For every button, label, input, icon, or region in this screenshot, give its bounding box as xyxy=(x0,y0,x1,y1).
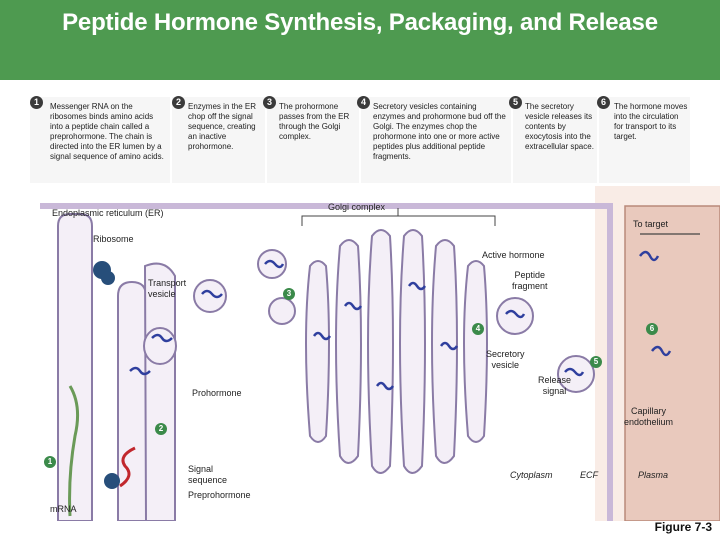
marker-6: 6 xyxy=(646,323,658,335)
step-3-text: The prohormone passes from the ER throug… xyxy=(279,102,350,141)
label-preprohormone: Preprohormone xyxy=(188,490,251,500)
label-signal-sequence: Signal sequence xyxy=(188,464,228,485)
marker-4: 4 xyxy=(472,323,484,335)
label-transport-vesicle: Transport vesicle xyxy=(148,278,187,299)
marker-3: 3 xyxy=(283,288,295,300)
step-4: 4 Secretory vesicles containing enzymes … xyxy=(357,96,511,183)
step-1: 1 Messenger RNA on the ribosomes binds a… xyxy=(30,96,170,183)
step-2-text: Enzymes in the ER chop off the signal se… xyxy=(188,102,257,151)
label-active-hormone: Active hormone xyxy=(482,250,545,260)
steps-panel: 1 Messenger RNA on the ribosomes binds a… xyxy=(30,96,690,185)
label-peptide-fragment: Peptide fragment xyxy=(512,270,548,291)
page-title: Peptide Hormone Synthesis, Packaging, an… xyxy=(62,9,658,36)
label-mrna: mRNA xyxy=(50,504,77,514)
label-release-signal: Release signal xyxy=(538,375,572,396)
hormone-strands xyxy=(129,250,672,391)
step-6-text: The hormone moves into the circulation f… xyxy=(614,102,688,141)
step-2-number: 2 xyxy=(172,96,185,109)
label-capillary-endothelium: Capillary endothelium xyxy=(624,406,674,427)
step-3: 3 The prohormone passes from the ER thro… xyxy=(263,96,359,183)
signal-sequence-strand xyxy=(119,446,136,488)
step-1-number: 1 xyxy=(30,96,43,109)
diagram-graphics xyxy=(40,186,720,521)
mrna-strand xyxy=(68,385,80,517)
label-to-target: To target xyxy=(633,219,669,229)
step-3-number: 3 xyxy=(263,96,276,109)
golgi-complex xyxy=(305,229,488,474)
step-2: 2 Enzymes in the ER chop off the signal … xyxy=(172,96,265,183)
marker-2: 2 xyxy=(155,423,167,435)
marker-1: 1 xyxy=(44,456,56,468)
marker-5: 5 xyxy=(590,356,602,368)
step-4-text: Secretory vesicles containing enzymes an… xyxy=(373,102,506,161)
label-er: Endoplasmic reticulum (ER) xyxy=(52,208,164,218)
cell-membrane xyxy=(40,203,613,521)
step-6: 6 The hormone moves into the circulation… xyxy=(597,96,690,183)
label-ecf: ECF xyxy=(580,470,598,480)
step-4-number: 4 xyxy=(357,96,370,109)
label-plasma: Plasma xyxy=(638,470,669,480)
capillary-endothelium xyxy=(624,205,720,521)
step-5: 5 The secretory vesicle releases its con… xyxy=(509,96,597,183)
title-bar xyxy=(0,0,720,80)
step-5-text: The secretory vesicle releases its conte… xyxy=(525,102,594,151)
figure-caption: Figure 7-3 xyxy=(654,520,712,534)
label-prohormone: Prohormone xyxy=(192,388,242,398)
step-6-number: 6 xyxy=(597,96,610,109)
diagram: Endoplasmic reticulum (ER) Golgi complex… xyxy=(40,186,720,521)
golgi-bracket xyxy=(301,208,496,226)
ribosomes xyxy=(93,261,120,489)
label-cytoplasm: Cytoplasm xyxy=(510,470,553,480)
label-golgi: Golgi complex xyxy=(328,202,386,212)
endoplasmic-reticulum xyxy=(57,213,177,521)
label-ribosome: Ribosome xyxy=(93,234,134,244)
step-5-number: 5 xyxy=(509,96,522,109)
label-secretory-vesicle: Secretory vesicle xyxy=(486,349,525,370)
step-1-text: Messenger RNA on the ribosomes binds ami… xyxy=(50,102,164,161)
